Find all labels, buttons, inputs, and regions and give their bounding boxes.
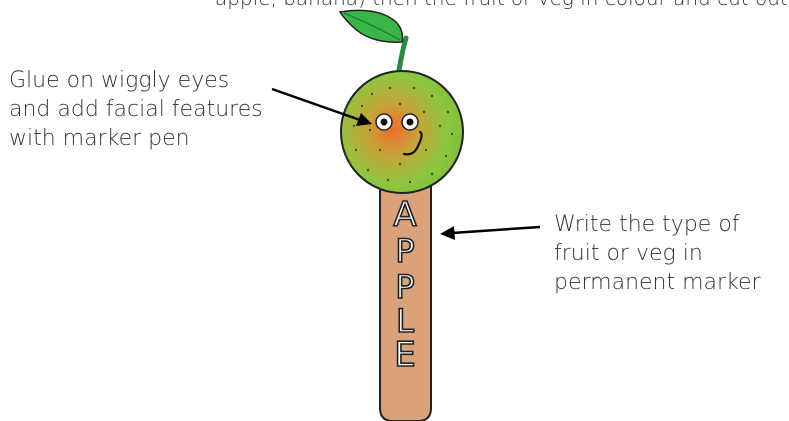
left-callout-line: with marker pen: [9, 124, 263, 153]
right-eye-icon: [402, 114, 418, 130]
stick-letter: P: [395, 232, 414, 270]
right-arrow-icon: [440, 226, 540, 240]
left-callout-line: and add facial features: [9, 95, 263, 124]
right-callout-line: fruit or veg in: [554, 239, 761, 268]
left-callout: Glue on wiggly eyes and add facial featu…: [9, 66, 263, 153]
stick-letter: P: [395, 268, 414, 306]
stick-letter: A: [393, 195, 416, 235]
left-callout-line: Glue on wiggly eyes: [9, 66, 263, 95]
right-callout-line: permanent marker: [554, 268, 761, 297]
leaf-icon: [340, 10, 402, 42]
stick-label: A P P L E: [393, 195, 416, 375]
stick-letter: E: [394, 335, 415, 375]
right-callout-line: Write the type of: [554, 210, 761, 239]
right-callout: Write the type of fruit or veg in perman…: [554, 210, 761, 297]
left-eye-icon: [376, 114, 392, 130]
apple-face: [341, 71, 463, 193]
